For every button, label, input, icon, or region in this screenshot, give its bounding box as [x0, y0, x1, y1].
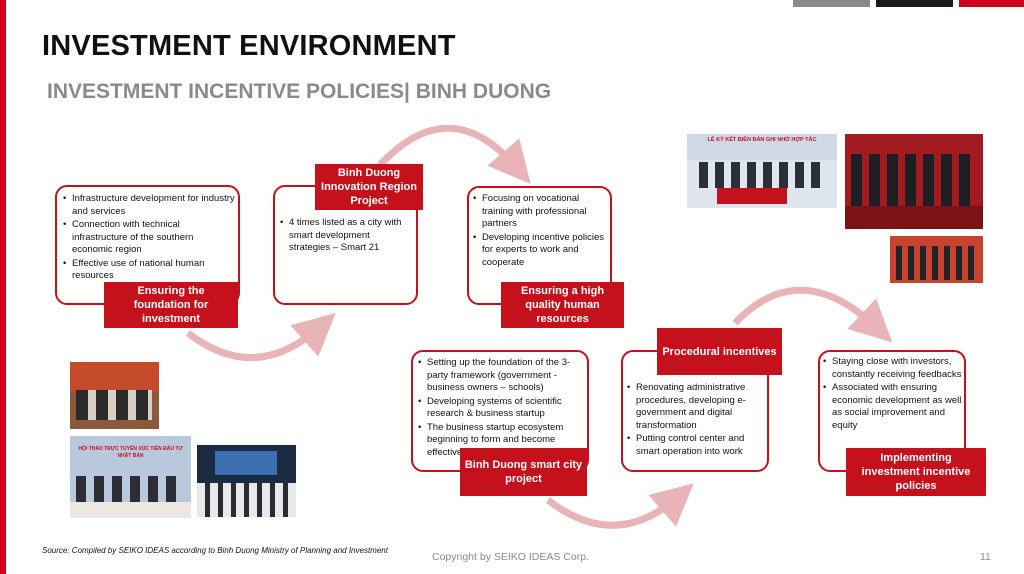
arrow-5-to-6	[735, 290, 877, 328]
step-1-label: Ensuring the foundation for investment	[104, 282, 238, 328]
photo-screen	[215, 451, 277, 475]
photo-table	[70, 502, 191, 518]
photo-conference-hall	[197, 445, 296, 517]
step-5-label: Procedural incentives	[657, 328, 782, 375]
step-6-bullet: Staying close with investors, constantly…	[823, 356, 963, 381]
photo-banner-text: HỘI THẢO TRỰC TUYẾN XÚC TIẾN ĐẦU TƯ NHẬT…	[74, 446, 187, 459]
photo-signing-ceremony: LỄ KÝ KẾT BIÊN BẢN GHI NHỚ HỢP TÁC	[687, 134, 837, 208]
photo-banner-text: LỄ KÝ KẾT BIÊN BẢN GHI NHỚ HỢP TÁC	[691, 137, 833, 144]
page-number: 11	[980, 551, 991, 563]
step-3-label: Ensuring a high quality human resources	[501, 282, 624, 328]
photo-backdrop	[70, 362, 159, 392]
arrow-4-to-5	[548, 497, 678, 525]
step-4-bullet: Setting up the foundation of the 3-party…	[418, 357, 584, 395]
step-1-bullet: Infrastructure development for industry …	[63, 193, 235, 218]
step-5-bullets: Renovating administrative procedures, de…	[627, 382, 765, 459]
source-note: Source: Compiled by SEIKO IDEAS accordin…	[42, 546, 388, 555]
step-2-label: Binh Duong Innovation Region Project	[315, 164, 423, 210]
step-6-bullets: Staying close with investors, constantly…	[823, 356, 963, 433]
photo-audience	[197, 483, 296, 517]
step-1-bullet: Connection with technical infrastructure…	[63, 219, 235, 257]
step-5-bullet: Putting control center and smart operati…	[627, 433, 765, 458]
step-4-bullet: Developing systems of scientific researc…	[418, 396, 584, 421]
photo-meeting	[70, 362, 159, 429]
step-4-bullets: Setting up the foundation of the 3-party…	[418, 357, 584, 460]
step-2-bullets: 4 times listed as a city with smart deve…	[280, 217, 412, 256]
photo-people	[76, 476, 184, 504]
photo-people	[699, 162, 825, 188]
arrow-1-to-2	[188, 327, 320, 358]
photo-table	[845, 206, 983, 229]
step-4-label: Binh Duong smart city project	[460, 448, 587, 496]
photo-online-forum: HỘI THẢO TRỰC TUYẾN XÚC TIẾN ĐẦU TƯ NHẬT…	[70, 436, 191, 518]
photo-handshake	[845, 134, 983, 229]
step-3-bullet: Focusing on vocational training with pro…	[473, 193, 607, 231]
step-6-bullet: Associated with ensuring economic develo…	[823, 382, 963, 432]
copyright: Copyright by SEIKO IDEAS Corp.	[432, 551, 589, 563]
step-3-bullets: Focusing on vocational training with pro…	[473, 193, 607, 270]
step-5-bullet: Renovating administrative procedures, de…	[627, 382, 765, 432]
photo-people	[76, 390, 152, 420]
photo-group-stage	[890, 236, 983, 283]
step-2-bullet: 4 times listed as a city with smart deve…	[280, 217, 412, 255]
photo-table	[717, 186, 787, 204]
step-6-label: Implementing investment incentive polici…	[846, 448, 986, 496]
arrow-2-to-3	[380, 128, 517, 168]
photo-people	[896, 246, 978, 280]
step-1-bullet: Effective use of national human resource…	[63, 258, 235, 283]
step-3-bullet: Developing incentive policies for expert…	[473, 232, 607, 270]
step-1-bullets: Infrastructure development for industry …	[63, 193, 235, 284]
photo-people	[851, 154, 977, 214]
